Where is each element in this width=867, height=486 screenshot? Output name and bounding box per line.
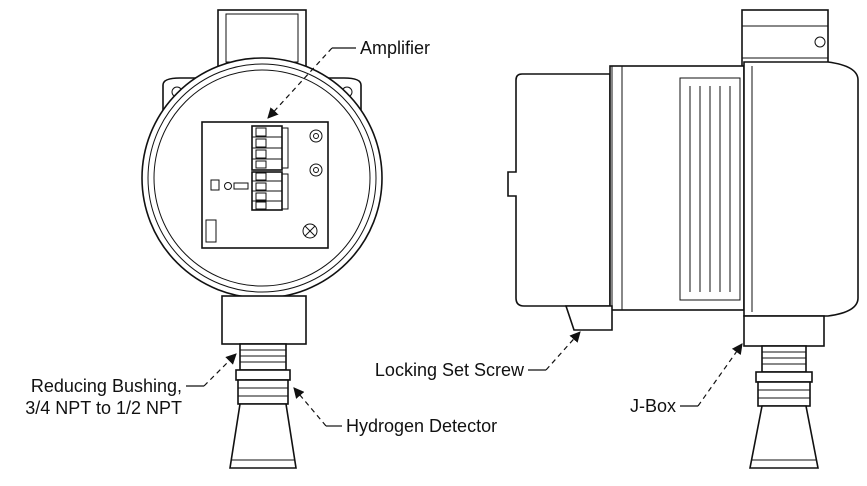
hydrogen-detector-leader — [293, 387, 342, 427]
front-detector-assembly — [229, 343, 297, 469]
reducing-bushing-leader — [186, 353, 237, 387]
amplifier-leader — [267, 47, 356, 119]
locking-set-screw-leader — [528, 331, 581, 371]
reducing-bushing-size-label: 3/4 NPT to 1/2 NPT — [25, 398, 182, 418]
amplifier-board — [201, 121, 329, 249]
reducing-bushing-label: Reducing Bushing, — [31, 376, 182, 396]
j-box-label: J-Box — [630, 396, 676, 416]
amplifier-label: Amplifier — [360, 38, 430, 58]
side-view-enclosure — [507, 9, 859, 347]
j-box-leader — [680, 343, 743, 407]
side-detector-assembly — [749, 345, 819, 469]
locking-set-screw-label: Locking Set Screw — [375, 360, 525, 380]
hydrogen-detector-label: Hydrogen Detector — [346, 416, 497, 436]
